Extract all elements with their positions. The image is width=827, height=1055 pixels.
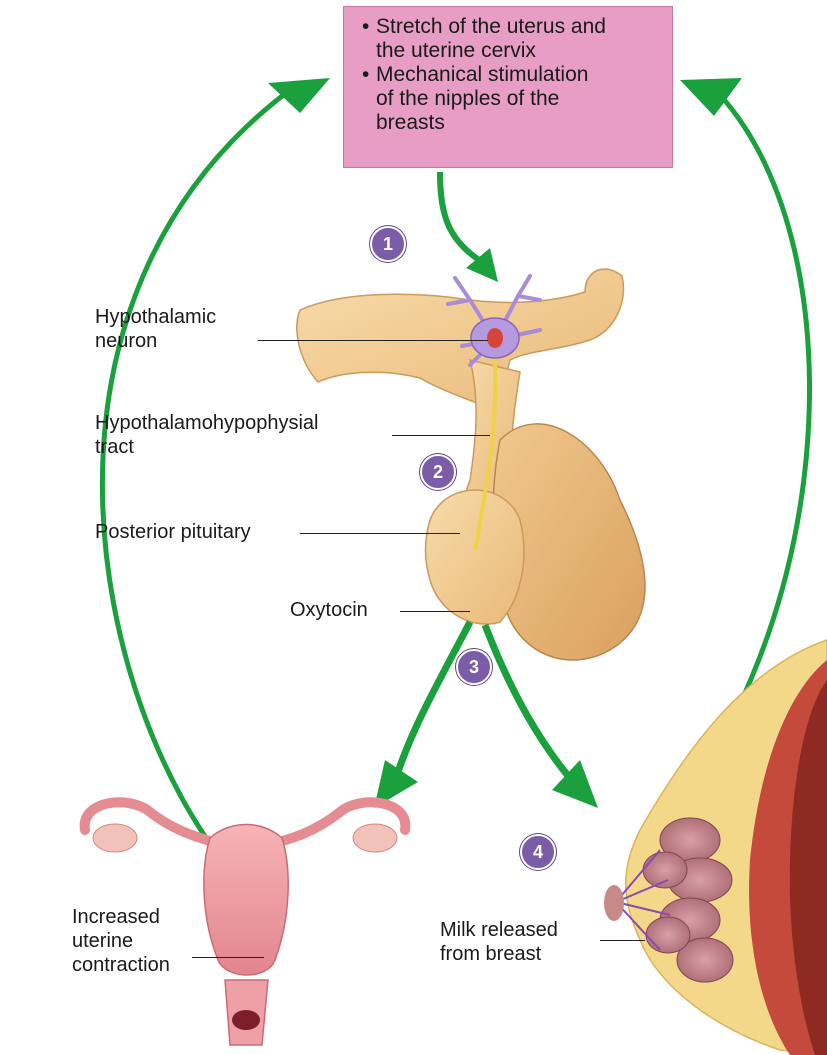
label-line: neuron (95, 329, 216, 353)
stimulus-line: breasts (376, 111, 662, 135)
step-badge-2: 2 (420, 454, 456, 490)
stimulus-line: of the nipples of the (376, 87, 662, 111)
stimulus-stretch: • Stretch of the uterus and the uterine … (362, 15, 662, 63)
leader-line (258, 340, 488, 341)
label-line: uterine (72, 929, 170, 953)
label-oxytocin: Oxytocin (290, 598, 368, 622)
label-tract: Hypothalamohypophysial tract (95, 411, 318, 459)
stimulus-to-neuron-arrow (440, 172, 482, 262)
leader-line (400, 611, 470, 612)
label-line: Hypothalamic (95, 305, 216, 329)
leader-line (392, 435, 490, 436)
leader-line (600, 940, 645, 941)
label-uterine-contraction: Increased uterine contraction (72, 905, 170, 977)
label-line: tract (95, 435, 318, 459)
bullet: • (362, 15, 369, 39)
feedback-arrowhead-left (268, 78, 330, 113)
stimulus-nipple: • Mechanical stimulation of the nipples … (362, 63, 662, 135)
label-milk-released: Milk released from breast (440, 918, 558, 966)
feedback-arrow-uterus (102, 90, 290, 870)
step-badge-3: 3 (456, 649, 492, 685)
step-badge-1: 1 (370, 226, 406, 262)
step-badge-4: 4 (520, 834, 556, 870)
label-posterior-pituitary: Posterior pituitary (95, 520, 251, 544)
stimuli-box: • Stretch of the uterus and the uterine … (343, 6, 673, 168)
label-line: contraction (72, 953, 170, 977)
label-line: Hypothalamohypophysial (95, 411, 318, 435)
leader-line (300, 533, 460, 534)
label-hypothalamic-neuron: Hypothalamic neuron (95, 305, 216, 353)
release-arrow-to-uterus (392, 622, 470, 790)
label-line: from breast (440, 942, 558, 966)
label-line: Increased (72, 905, 170, 929)
stimulus-line: Mechanical stimulation (376, 63, 662, 87)
posterior-pituitary (426, 490, 524, 624)
stimulus-line: Stretch of the uterus and (376, 15, 662, 39)
bullet: • (362, 63, 369, 87)
label-line: Milk released (440, 918, 558, 942)
leader-line (192, 957, 264, 958)
breast-cross-section (604, 640, 827, 1055)
stimulus-line: the uterine cervix (376, 39, 662, 63)
